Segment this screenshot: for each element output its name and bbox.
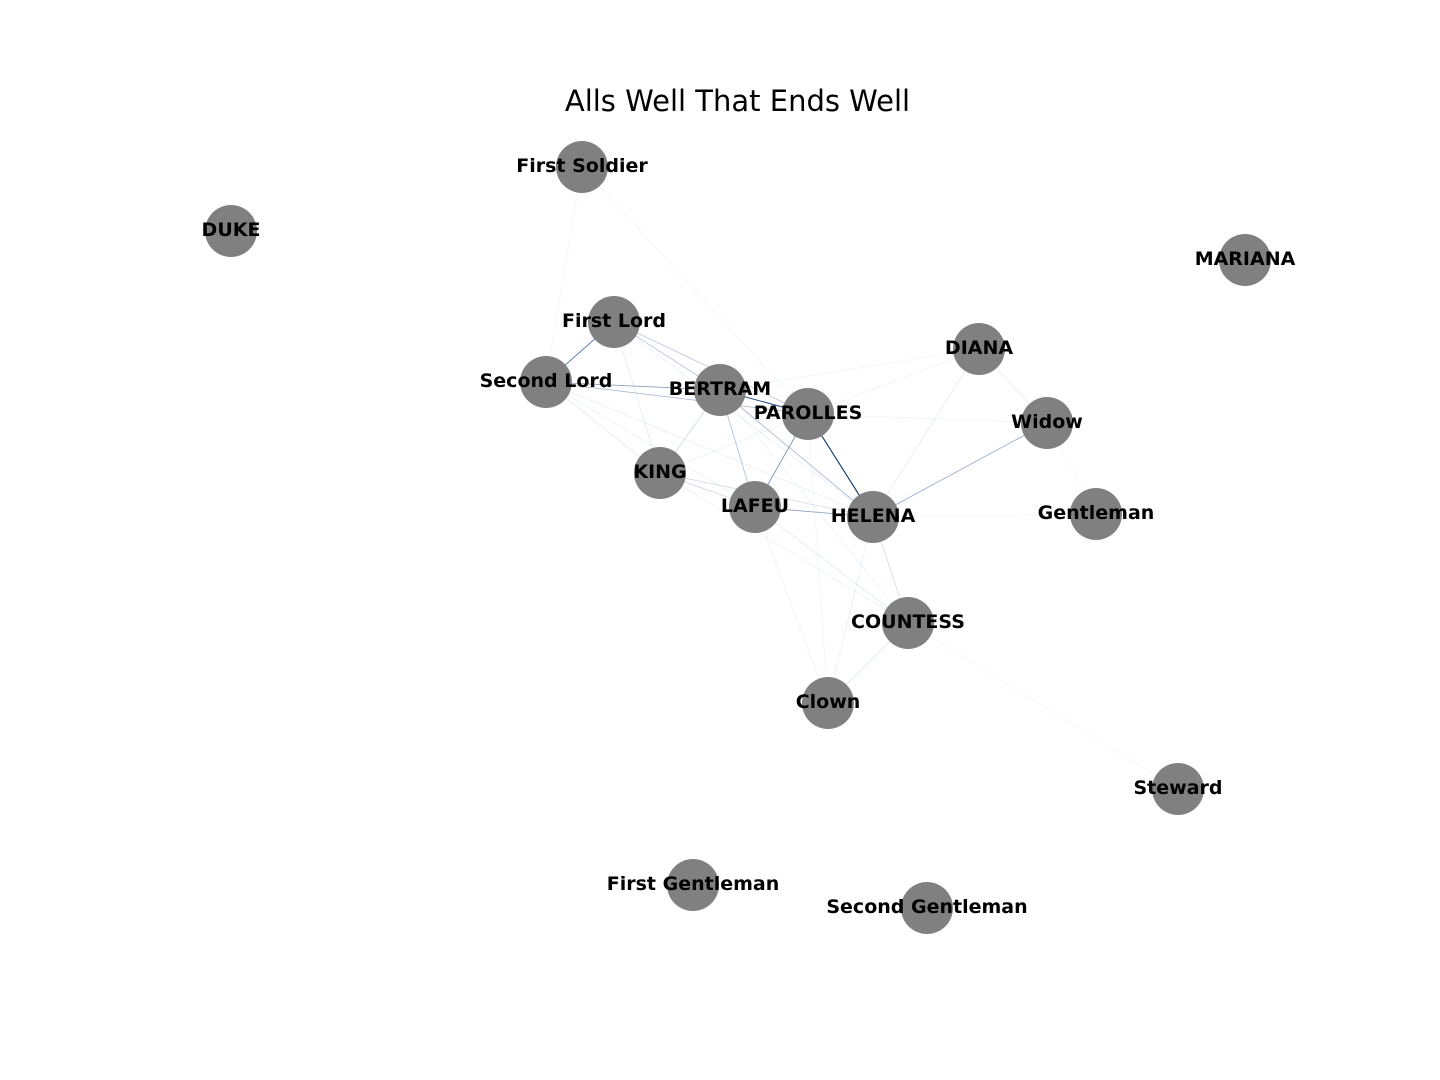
node-steward: Steward <box>1134 763 1223 815</box>
node-circle <box>1152 763 1204 815</box>
node-circle <box>953 323 1005 375</box>
node-label: BERTRAM <box>669 378 771 400</box>
node-label: COUNTESS <box>851 611 965 633</box>
node-first-lord: First Lord <box>562 296 666 348</box>
node-circle <box>520 356 572 408</box>
edge-countess-steward <box>907 622 1179 790</box>
node-lafeu: LAFEU <box>721 481 789 533</box>
node-circle <box>1219 234 1271 286</box>
edge-bertram-helena <box>719 389 874 518</box>
edge-second_lord-parolles <box>545 381 809 415</box>
node-circle <box>1070 488 1122 540</box>
node-widow: Widow <box>1011 397 1083 449</box>
node-label: Widow <box>1011 411 1083 433</box>
node-label: First Lord <box>562 310 666 332</box>
edge-diana-parolles <box>807 348 980 415</box>
node-label: Steward <box>1134 777 1223 799</box>
edge-bertram-second_lord <box>545 381 721 391</box>
edge-first_soldier-parolles <box>581 166 809 415</box>
node-circle <box>634 447 686 499</box>
node-circle <box>882 597 934 649</box>
edge-diana-bertram <box>719 348 980 391</box>
edge-first_lord-helena <box>613 321 874 518</box>
node-circle <box>1021 397 1073 449</box>
node-label: Clown <box>796 691 861 713</box>
edge-first_lord-king <box>613 321 661 474</box>
edge-lafeu-clown <box>754 506 829 704</box>
node-duke: DUKE <box>202 205 261 257</box>
node-circle <box>729 481 781 533</box>
node-clown: Clown <box>796 677 861 729</box>
node-label: First Soldier <box>516 155 648 177</box>
edge-second_lord-helena <box>545 381 874 518</box>
node-circle <box>694 364 746 416</box>
node-label: DUKE <box>202 219 261 241</box>
node-king: KING <box>633 447 687 499</box>
node-label: DIANA <box>945 337 1013 359</box>
node-circle <box>667 859 719 911</box>
node-label: HELENA <box>831 505 916 527</box>
edge-king-parolles <box>659 413 809 474</box>
node-label: MARIANA <box>1195 248 1296 270</box>
edge-helena-gentleman <box>872 513 1097 518</box>
node-gentleman: Gentleman <box>1038 488 1155 540</box>
edge-helena-clown <box>827 516 874 704</box>
edge-bertram-countess <box>719 389 909 624</box>
edge-lafeu-countess <box>754 506 909 624</box>
node-circle <box>782 388 834 440</box>
edge-helena-widow <box>872 422 1048 518</box>
edge-king-countess <box>659 472 909 624</box>
node-first-gentleman: First Gentleman <box>607 859 780 911</box>
node-circle <box>588 296 640 348</box>
edge-parolles-clown <box>807 413 829 704</box>
node-mariana: MARIANA <box>1195 234 1296 286</box>
node-label: First Gentleman <box>607 873 780 895</box>
node-circle <box>847 491 899 543</box>
graph-title: Alls Well That Ends Well <box>564 84 911 118</box>
node-second-gentleman: Second Gentleman <box>826 882 1028 934</box>
edge-parolles-widow <box>807 413 1048 424</box>
node-circle <box>802 677 854 729</box>
node-label: PAROLLES <box>754 402 863 424</box>
node-bertram: BERTRAM <box>669 364 771 416</box>
node-first-soldier: First Soldier <box>516 141 648 193</box>
edge-second_lord-lafeu <box>545 381 756 508</box>
node-circle <box>901 882 953 934</box>
node-helena: HELENA <box>831 491 916 543</box>
node-parolles: PAROLLES <box>754 388 863 440</box>
node-label: LAFEU <box>721 495 789 517</box>
edge-first_soldier-second_lord <box>545 166 583 383</box>
node-label: Second Gentleman <box>826 896 1027 918</box>
node-label: KING <box>633 461 686 483</box>
node-countess: COUNTESS <box>851 597 965 649</box>
node-circle <box>205 205 257 257</box>
node-label: Gentleman <box>1038 502 1155 524</box>
node-second-lord: Second Lord <box>480 356 613 408</box>
node-circle <box>556 141 608 193</box>
node-diana: DIANA <box>945 323 1013 375</box>
edge-diana-helena <box>872 348 980 518</box>
node-label: Second Lord <box>480 370 613 392</box>
